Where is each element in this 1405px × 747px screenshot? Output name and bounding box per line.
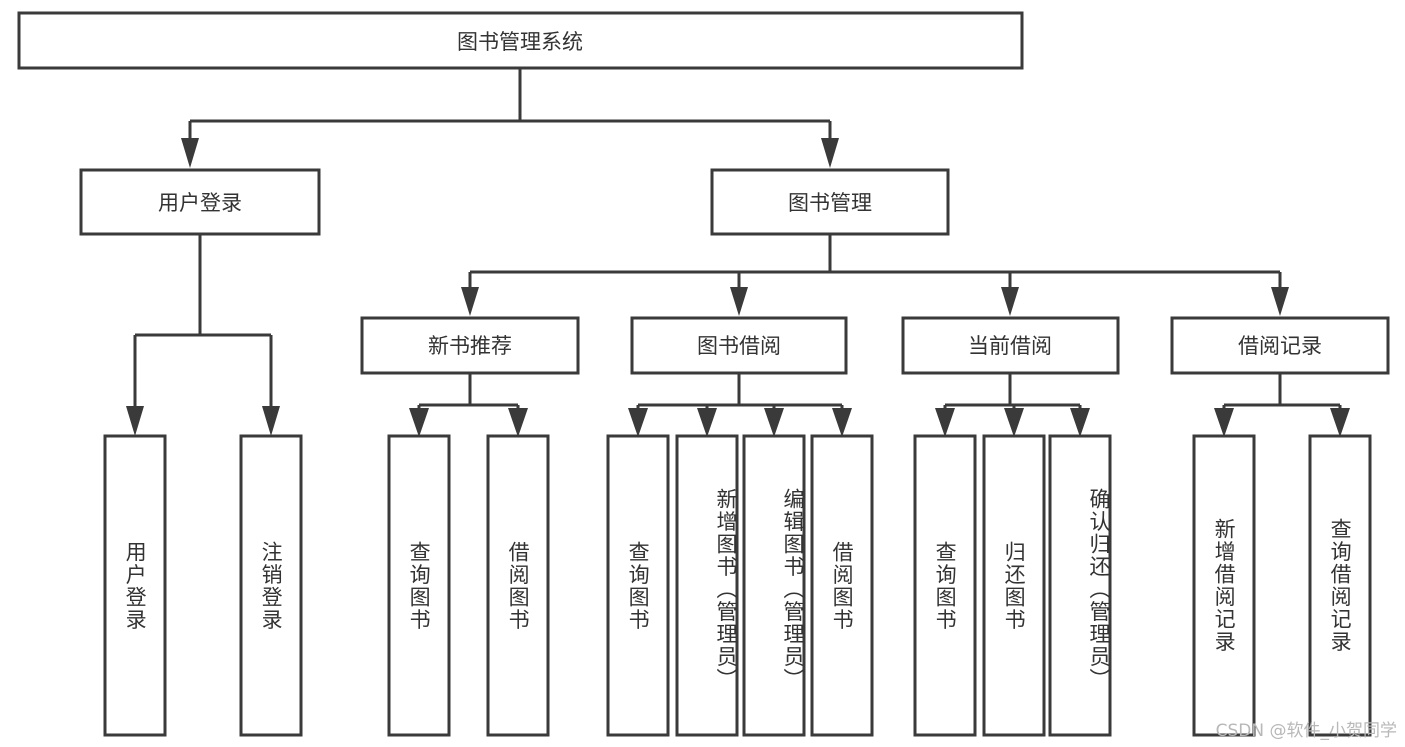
node-user-login-rect[interactable] (79, 168, 321, 236)
node-root[interactable]: 图书管理系统 (17, 11, 1024, 70)
node-user-login[interactable]: 用户登录 (79, 168, 321, 236)
arrow-head-icon (832, 408, 852, 437)
node-leaf-return-book[interactable] (982, 434, 1046, 737)
node-current-borrow-label: 当前借阅 (968, 334, 1052, 358)
node-leaf-edit-book-rect[interactable] (742, 434, 806, 737)
node-book-manage-label: 图书管理 (788, 191, 872, 215)
node-leaf-borrow-book-2-rect[interactable] (810, 434, 874, 737)
node-current-borrow-rect[interactable] (901, 316, 1120, 375)
node-leaf-add-record-rect[interactable] (1192, 434, 1256, 737)
node-leaf-user-login[interactable] (103, 434, 167, 737)
node-new-book-recommend-label: 新书推荐 (428, 334, 512, 358)
arrow-head-icon (1070, 408, 1090, 437)
connector-root-to-level2 (181, 68, 839, 168)
node-leaf-query-record[interactable] (1308, 434, 1372, 737)
connector-book-manage-to-level3 (461, 234, 1289, 316)
node-root-label: 图书管理系统 (457, 30, 583, 54)
node-new-book-recommend-rect[interactable] (360, 316, 580, 375)
node-user-login-label: 用户登录 (158, 191, 242, 215)
node-book-borrow[interactable]: 图书借阅 (630, 316, 848, 375)
arrow-head-icon (628, 408, 648, 437)
arrow-head-icon (461, 287, 479, 316)
arrow-head-icon (126, 406, 144, 436)
node-leaf-return-book-rect[interactable] (982, 434, 1046, 737)
arrow-head-icon (1214, 408, 1234, 437)
node-leaf-borrow-book-1[interactable] (486, 434, 550, 737)
node-book-manage[interactable]: 图书管理 (710, 168, 950, 236)
connector-book-borrow-to-leaves (628, 373, 852, 437)
node-leaf-add-record[interactable] (1192, 434, 1256, 737)
node-root-rect[interactable] (17, 11, 1024, 70)
arrow-head-icon (508, 408, 528, 437)
arrow-head-icon (730, 287, 748, 316)
node-leaf-borrow-book-1-rect[interactable] (486, 434, 550, 737)
node-leaf-query-book-3-rect[interactable] (913, 434, 977, 737)
connector-borrow-record-to-leaves (1214, 373, 1350, 437)
node-leaf-add-book[interactable] (675, 434, 739, 737)
arrow-head-icon (935, 408, 955, 437)
node-leaf-query-book-2[interactable] (606, 434, 670, 737)
connector-new-book-recommend-to-leaves (409, 373, 528, 437)
node-leaf-query-book-3[interactable] (913, 434, 977, 737)
arrow-head-icon (1330, 408, 1350, 437)
connector-current-borrow-to-leaves (935, 373, 1090, 437)
arrow-head-icon (821, 138, 839, 168)
node-leaf-confirm-return[interactable] (1048, 434, 1112, 737)
node-new-book-recommend[interactable]: 新书推荐 (360, 316, 580, 375)
arrow-head-icon (1004, 408, 1024, 437)
arrow-head-icon (1001, 287, 1019, 316)
node-leaf-edit-book[interactable] (742, 434, 806, 737)
arrow-head-icon (697, 408, 717, 437)
node-leaf-add-book-rect[interactable] (675, 434, 739, 737)
node-current-borrow[interactable]: 当前借阅 (901, 316, 1120, 375)
arrow-head-icon (181, 138, 199, 168)
node-borrow-record-label: 借阅记录 (1238, 334, 1322, 358)
arrow-head-icon (1271, 287, 1289, 316)
node-leaf-user-login-rect[interactable] (103, 434, 167, 737)
node-leaf-logout-login[interactable] (239, 434, 303, 737)
node-leaf-logout-login-rect[interactable] (239, 434, 303, 737)
watermark-text: CSDN @软件_小贺同学 (1215, 721, 1397, 741)
node-leaf-query-book-1-rect[interactable] (387, 434, 451, 737)
connector-user-login-to-leaves (126, 234, 280, 436)
arrow-head-icon (409, 408, 429, 437)
node-leaf-borrow-book-2[interactable] (810, 434, 874, 737)
node-leaf-query-book-1[interactable] (387, 434, 451, 737)
node-leaf-query-record-rect[interactable] (1308, 434, 1372, 737)
arrow-head-icon (764, 408, 784, 437)
node-leaf-confirm-return-rect[interactable] (1048, 434, 1112, 737)
node-borrow-record[interactable]: 借阅记录 (1170, 316, 1390, 375)
arrow-head-icon (262, 406, 280, 436)
node-leaf-query-book-2-rect[interactable] (606, 434, 670, 737)
node-book-borrow-label: 图书借阅 (697, 334, 781, 358)
